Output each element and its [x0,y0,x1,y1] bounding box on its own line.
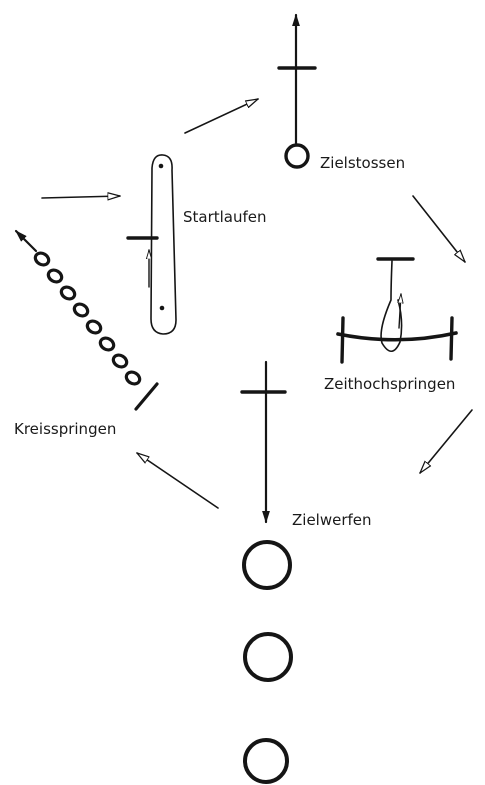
zielwerfen-target-1 [242,540,292,590]
kreisspringen-end-line [134,382,159,411]
kreisspringen-ring-4 [72,302,90,318]
flow-arrow-entry [41,196,121,198]
startlaufen-marker-bottom [159,305,165,311]
flow-arrow-hoch-to-werfen [419,409,473,474]
label-startlaufen: Startlaufen [183,208,267,226]
kreisspringen-ring-8 [124,370,142,386]
zielstossen-circle [284,143,310,169]
flow-arrow-werfen-to-kreis [136,452,219,509]
zielwerfen-station [240,360,293,784]
label-zielwerfen: Zielwerfen [292,511,372,529]
label-zielstossen: Zielstossen [320,154,405,172]
kreisspringen-ring-3 [59,285,77,301]
kreisspringen-ring-2 [46,268,64,284]
zeithochspringen-bar [336,331,458,342]
label-kreisspringen: Kreisspringen [14,420,116,438]
kreisspringen-direction-arrow [14,229,38,253]
startlaufen-marker-top [158,163,164,169]
kreisspringen-ring-6 [98,336,116,352]
zeithochspringen-station [336,257,458,364]
label-zeithochspringen: Zeithochspringen [324,375,455,393]
zeithochspringen-right-post [449,316,454,361]
zielstossen-station [277,13,317,169]
kreisspringen-ring-1 [33,251,51,267]
startlaufen-lane-outline [150,154,177,335]
zeithochspringen-jump-arrow [399,293,401,329]
flow-arrow-start-to-ziel [184,98,259,134]
kreisspringen-station [14,229,159,411]
zeithochspringen-jump-loop [380,260,403,353]
zielwerfen-target-2 [243,632,293,682]
kreisspringen-ring-7 [111,353,129,369]
kreisspringen-ring-5 [85,319,103,335]
startlaufen-station [126,154,177,335]
flow-arrow-ziel-to-hoch [412,195,466,263]
zeithochspringen-left-post [340,316,345,364]
zielwerfen-target-3 [243,738,289,784]
